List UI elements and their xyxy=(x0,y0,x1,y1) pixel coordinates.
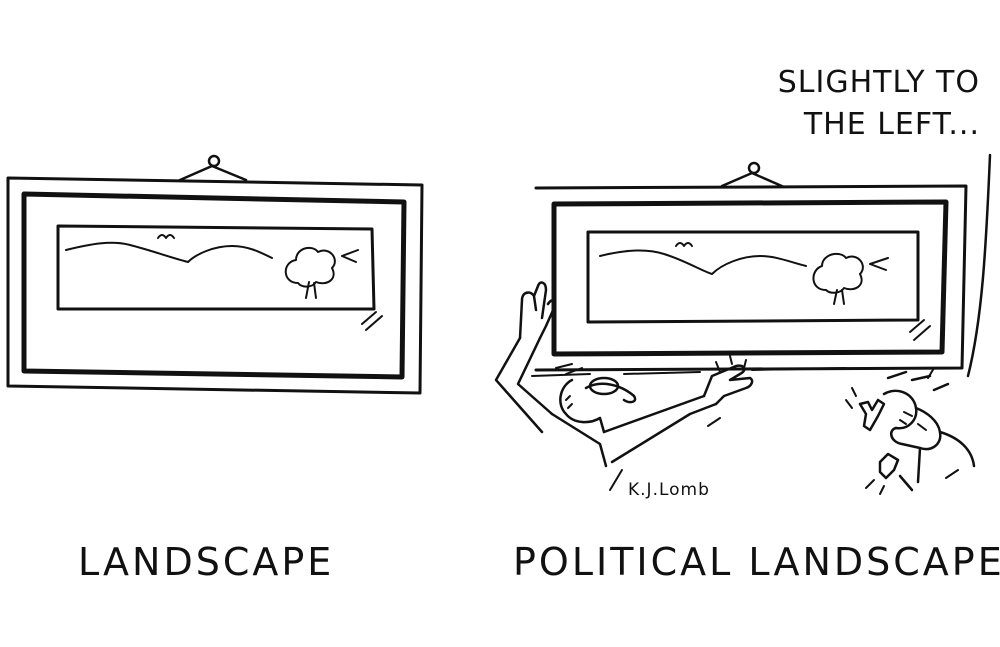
right-painting xyxy=(531,153,992,378)
left-panel-caption: LANDSCAPE xyxy=(78,540,335,584)
artist-signature: K.J.Lomb xyxy=(628,480,710,500)
left-painting xyxy=(6,154,424,395)
left-person xyxy=(494,281,754,491)
right-person xyxy=(845,367,976,495)
speech-bubble-text: SLIGHTLY TO THE LEFT... xyxy=(745,62,980,146)
speech-line-2: THE LEFT... xyxy=(803,107,980,142)
speech-line-1: SLIGHTLY TO xyxy=(777,65,980,100)
right-panel-caption: POLITICAL LANDSCAPE xyxy=(513,540,1000,584)
